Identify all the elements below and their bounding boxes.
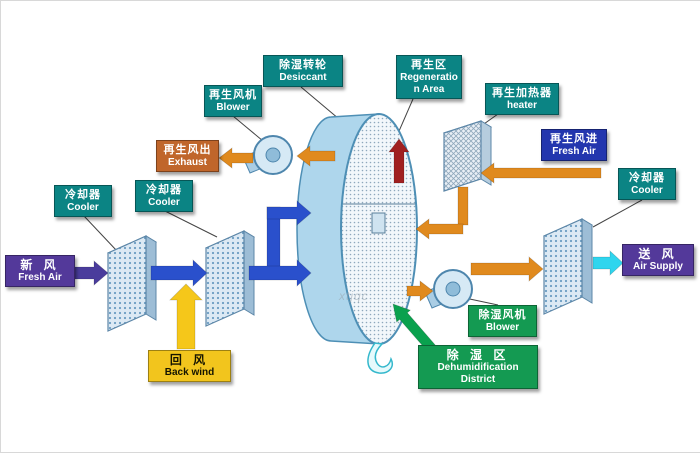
- label-regen-heater: 再生加热器 heater: [485, 83, 559, 115]
- label-cooler-mid: 冷却器 Cooler: [135, 180, 193, 212]
- label-dehumid-district-zh: 除 湿 区: [446, 348, 510, 362]
- label-regen-blower-en: Blower: [216, 102, 250, 113]
- leader-regen-blower: [232, 115, 264, 142]
- label-dehumid-district: 除 湿 区 Dehumidification District: [418, 345, 538, 389]
- leader-dehumid-blower: [464, 297, 499, 306]
- dehumid-blower-fan: [424, 269, 473, 309]
- label-desiccant-wheel-en: Desiccant: [279, 72, 327, 83]
- label-fresh-air: 新 风 Fresh Air: [5, 255, 75, 287]
- label-regen-blower: 再生风机 Blower: [204, 85, 262, 117]
- label-regen-fresh-air: 再生风进 Fresh Air: [541, 129, 607, 161]
- label-dehumid-blower-en: Blower: [485, 322, 520, 333]
- label-back-wind-en: Back wind: [164, 367, 215, 378]
- regen-arrow-blower-to-exhaust: [218, 147, 254, 169]
- leader-lines: [83, 86, 643, 306]
- leader-desiccant: [300, 86, 340, 120]
- process-arrow-lower-into-wheel: [248, 259, 312, 287]
- regen-heater-panel: [442, 120, 493, 192]
- label-cooler-right-en: Cooler: [631, 185, 663, 196]
- label-air-supply-zh: 送 风: [638, 247, 678, 261]
- label-exhaust-en: Exhaust: [168, 157, 207, 168]
- label-regen-blower-zh: 再生风机: [209, 89, 257, 101]
- label-cooler-left: 冷却器 Cooler: [54, 185, 112, 217]
- label-regen-heater-en: heater: [506, 100, 537, 111]
- label-cooler-mid-zh: 冷却器: [146, 184, 182, 196]
- cooler-unit-mid: [205, 230, 255, 327]
- regen-arrow-inlet-to-heater: [480, 162, 602, 184]
- label-regen-heater-zh: 再生加热器: [492, 87, 552, 99]
- label-fresh-air-en: Fresh Air: [18, 272, 62, 283]
- label-fresh-air-zh: 新 风: [20, 258, 60, 272]
- label-dehumid-blower: 除湿风机 Blower: [468, 305, 537, 337]
- label-regen-fresh-air-en: Fresh Air: [552, 146, 596, 157]
- label-desiccant-wheel-zh: 除湿转轮: [279, 59, 327, 71]
- regen-duct-heater-down: [457, 186, 469, 226]
- label-dehumid-blower-zh: 除湿风机: [478, 309, 527, 321]
- watermark-text: xtjqc: [339, 289, 369, 303]
- air-supply-arrow: [592, 250, 624, 276]
- leader-cooler-mid: [164, 210, 218, 238]
- cooler-unit-right: [543, 218, 593, 315]
- wheel-ribbon: [367, 342, 393, 374]
- cooler-unit-left: [107, 235, 157, 332]
- leader-cooler-right: [592, 199, 643, 228]
- label-back-wind-zh: 回 风: [169, 353, 210, 367]
- label-exhaust: 再生风出 Exhaust: [156, 140, 219, 172]
- label-regeneration-area-en: Regeneration Area: [400, 72, 458, 95]
- label-regen-fresh-air-zh: 再生风进: [550, 133, 598, 145]
- label-air-supply: 送 风 Air Supply: [622, 244, 694, 276]
- label-cooler-right-zh: 冷却器: [629, 172, 665, 184]
- process-arrow-cooler1-to-cooler2: [150, 259, 208, 287]
- label-exhaust-zh: 再生风出: [163, 144, 212, 156]
- process-arrow-wheel-to-blower: [406, 280, 434, 302]
- process-arrow-upper-into-wheel: [266, 200, 312, 226]
- label-back-wind: 回 风 Back wind: [148, 350, 231, 382]
- label-cooler-left-en: Cooler: [67, 202, 99, 213]
- label-air-supply-en: Air Supply: [632, 261, 683, 272]
- label-regeneration-area-zh: 再生区: [411, 59, 447, 71]
- label-desiccant-wheel: 除湿转轮 Desiccant: [263, 55, 343, 87]
- label-cooler-right: 冷却器 Cooler: [618, 168, 676, 200]
- label-regeneration-area: 再生区 Regeneration Area: [396, 55, 462, 99]
- regen-sector-arrow: [388, 138, 410, 184]
- regen-arrow-wheel-to-blower: [296, 145, 336, 167]
- leader-cooler-left: [83, 215, 118, 252]
- regen-arrow-heater-to-wheel: [415, 218, 464, 240]
- label-dehumid-district-en: Dehumidification District: [437, 362, 519, 385]
- label-cooler-left-zh: 冷却器: [65, 189, 101, 201]
- back-wind-arrow: [169, 283, 203, 350]
- wheel-hub: [371, 212, 386, 234]
- label-cooler-mid-en: Cooler: [148, 197, 180, 208]
- fresh-air-arrow: [74, 260, 109, 286]
- process-arrow-blower-to-cooler: [470, 256, 544, 282]
